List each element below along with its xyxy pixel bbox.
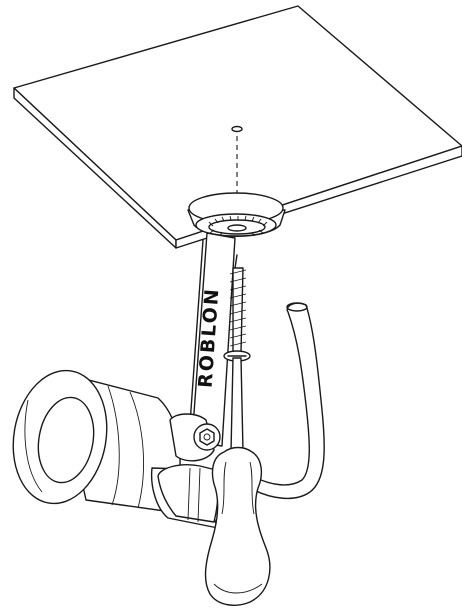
pivot-joint (169, 413, 221, 462)
screwdriver (204, 357, 271, 606)
drill-hole-marker (231, 125, 243, 200)
spotlight-head (12, 369, 181, 513)
flexible-cable (249, 302, 325, 500)
mounting-arm: ROBLON (188, 232, 236, 447)
mounting-base (187, 192, 286, 237)
clamp-ring (150, 464, 219, 529)
wood-screw (223, 254, 251, 362)
